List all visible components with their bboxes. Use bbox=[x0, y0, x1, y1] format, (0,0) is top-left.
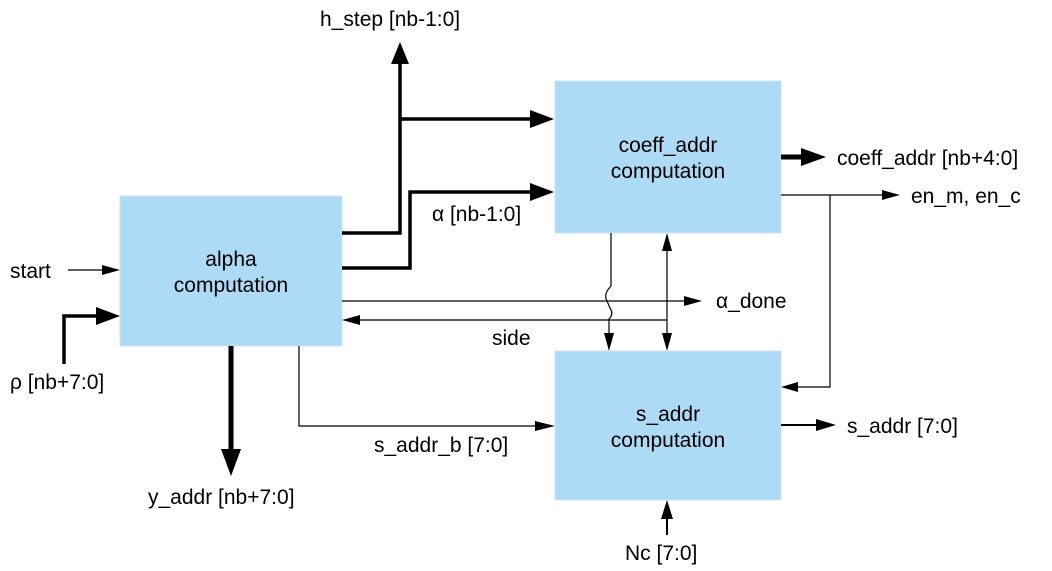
s-addr-b-arrow bbox=[298, 346, 555, 431]
alpha-done-arrow bbox=[342, 296, 702, 306]
nc-arrow bbox=[661, 500, 673, 535]
coeff-addr-computation-block: coeff_addr computation bbox=[554, 80, 782, 234]
side-label: side bbox=[492, 327, 531, 350]
s-addr-computation-block: s_addr computation bbox=[554, 350, 782, 501]
y-addr-label: y_addr [nb+7:0] bbox=[148, 486, 295, 509]
s-addr-label: s_addr [7:0] bbox=[847, 415, 958, 438]
h-step-arrow bbox=[342, 42, 554, 235]
alpha-done-label: α_done bbox=[716, 290, 787, 313]
coeff-block-label-line2: computation bbox=[611, 160, 725, 183]
alpha-arrow bbox=[342, 183, 554, 270]
nc-label: Nc [7:0] bbox=[625, 542, 697, 565]
rho-arrow bbox=[62, 307, 120, 364]
side-arrow bbox=[342, 315, 667, 325]
start-arrow bbox=[68, 265, 120, 275]
coeff-to-saddr-arrow bbox=[604, 233, 614, 351]
start-label: start bbox=[10, 260, 51, 283]
saddr-block-label-line2: computation bbox=[611, 429, 725, 452]
en-arrow bbox=[781, 190, 900, 392]
alpha-label: α [nb-1:0] bbox=[432, 203, 521, 226]
coeff-addr-arrow bbox=[781, 148, 826, 166]
h-step-label: h_step [nb-1:0] bbox=[320, 8, 460, 31]
rho-label: ρ [nb+7:0] bbox=[10, 371, 104, 394]
coeff-block-label-line1: coeff_addr bbox=[619, 134, 718, 157]
alpha-block-label-line2: computation bbox=[174, 274, 288, 297]
bidirectional-arrow bbox=[662, 233, 672, 351]
en-label: en_m, en_c bbox=[911, 185, 1021, 208]
s-addr-arrow bbox=[781, 419, 836, 431]
alpha-computation-block: alpha computation bbox=[119, 195, 343, 347]
saddr-block-label-line1: s_addr bbox=[636, 403, 700, 426]
y-addr-arrow bbox=[221, 346, 241, 476]
coeff-addr-label: coeff_addr [nb+4:0] bbox=[837, 147, 1018, 170]
s-addr-b-label: s_addr_b [7:0] bbox=[374, 434, 508, 457]
alpha-block-label-line1: alpha bbox=[205, 248, 257, 271]
